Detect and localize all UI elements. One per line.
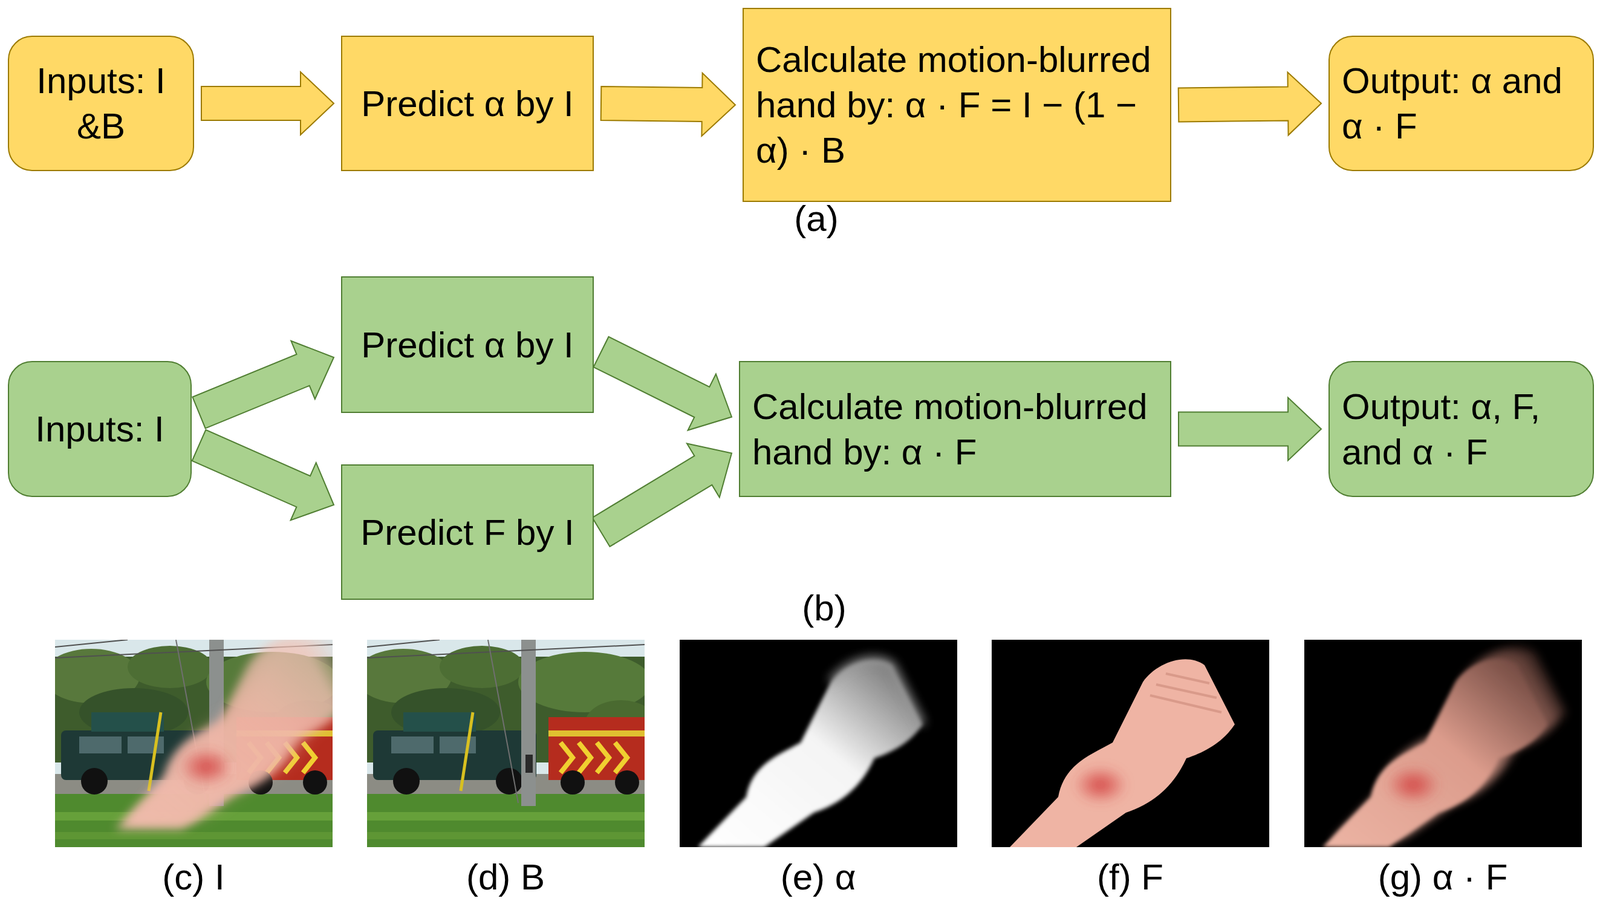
panel-label: (e) α (780, 855, 857, 900)
block-arrow (601, 73, 736, 137)
panel-label: (f) F (1096, 855, 1164, 900)
block-arrow (201, 71, 334, 135)
process-box: Calculate motion-blurred hand by: α · F … (742, 7, 1172, 202)
process-box: Calculate motion-blurred hand by: α · F (738, 360, 1172, 498)
box-text: Calculate motion-blurred hand by: α · F (752, 383, 1158, 475)
background-image (354, 639, 658, 848)
box-text: Predict F by I (360, 509, 574, 556)
panel-label: (a) (793, 197, 839, 241)
input-image (42, 628, 359, 848)
terminal-box: Output: α and α · F (1328, 35, 1594, 172)
box-text: Output: α, F, and α · F (1341, 383, 1581, 475)
process-box: Predict α by I (341, 276, 594, 414)
panel-label: (c) I (162, 855, 225, 900)
box-text: Calculate motion-blurred hand by: α · F … (755, 36, 1158, 173)
process-box: Predict α by I (341, 35, 594, 172)
box-text: Inputs: I &B (21, 58, 181, 149)
terminal-box: Output: α, F, and α · F (1328, 360, 1594, 498)
terminal-box: Inputs: I &B (7, 35, 195, 172)
panel-label: (b) (801, 586, 846, 631)
block-arrow (1178, 72, 1322, 136)
box-text: Predict α by I (360, 81, 574, 127)
box-text: Inputs: I (35, 406, 164, 452)
panel-label: (d) B (466, 855, 545, 900)
box-text: Predict α by I (360, 322, 574, 368)
box-text: Output: α and α · F (1341, 58, 1581, 149)
block-arrow (593, 336, 732, 431)
foreground-image (991, 639, 1270, 848)
blurred-hand-image (1304, 639, 1582, 848)
block-arrow (192, 429, 334, 521)
block-arrow (1178, 397, 1322, 461)
block-arrow (592, 443, 732, 547)
panel-label: (g) α · F (1378, 855, 1509, 900)
terminal-box: Inputs: I (7, 360, 192, 498)
alpha-matte (679, 639, 958, 848)
block-arrow (192, 341, 334, 429)
process-box: Predict F by I (341, 464, 594, 600)
